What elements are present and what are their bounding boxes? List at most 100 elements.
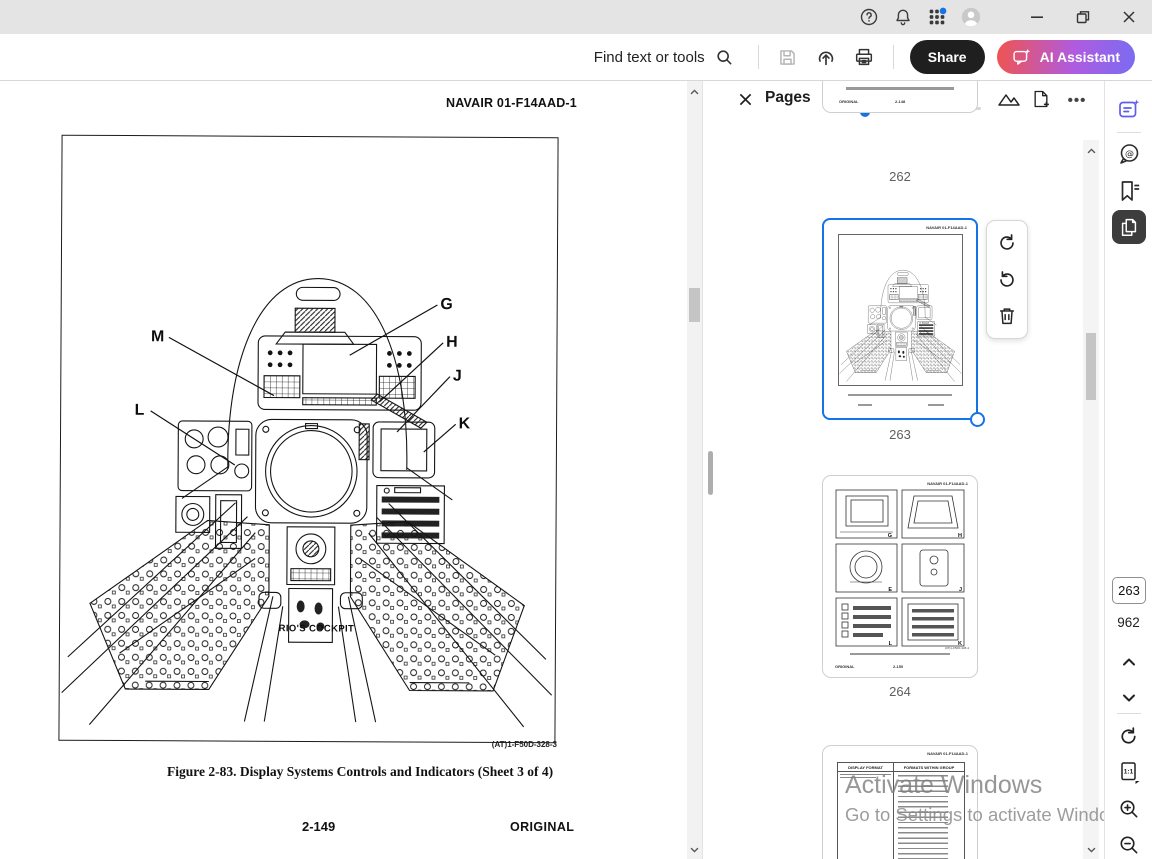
insert-page-icon[interactable] — [1031, 88, 1051, 110]
share-button[interactable]: Share — [910, 40, 985, 74]
mini-footer-center: 2-150 — [893, 664, 903, 669]
right-tool-rail: @ 962 — [1104, 81, 1152, 859]
callout-K: K — [459, 415, 471, 432]
restore-button[interactable] — [1060, 0, 1106, 34]
bookmarks-icon[interactable] — [1112, 176, 1146, 206]
rotate-counterclockwise-icon[interactable] — [992, 265, 1022, 295]
toolbar: Find text or tools Share — [0, 34, 1152, 81]
total-pages: 962 — [1105, 615, 1152, 630]
thumbnail-label-262: 262 — [822, 169, 978, 184]
comments-icon[interactable]: @ — [1112, 139, 1146, 169]
zoom-in-thumbnails-icon[interactable] — [997, 89, 1021, 109]
current-page-input[interactable] — [1112, 577, 1146, 604]
scroll-down-arrow[interactable] — [687, 842, 702, 857]
scrollbar-thumb[interactable] — [689, 288, 700, 322]
scrollbar-thumb[interactable] — [1086, 333, 1096, 400]
pages-panel: Pages ••• ORIGINAL 2-148 262 — [703, 81, 1104, 859]
mini-figure-frame — [838, 234, 963, 386]
ai-assistant-button[interactable]: AI Assistant — [997, 40, 1135, 74]
artwork-reference: (AT)1-F50D-328-3 — [437, 740, 557, 749]
figure-frame: G H J K L M RIO'S COCKPIT — [58, 135, 558, 744]
thumbnail-page-264[interactable]: NAVAIR 01-F14AAD-1 G H E — [822, 475, 978, 678]
close-button[interactable] — [1106, 0, 1152, 34]
ai-chat-icon — [1012, 47, 1032, 67]
find-text-button[interactable]: Find text or tools — [594, 47, 734, 67]
cockpit-figure: G H J K L M RIO'S COCKPIT — [59, 136, 556, 742]
previous-page-icon[interactable] — [1112, 647, 1146, 677]
callout-H: H — [446, 334, 458, 351]
rail-divider — [1117, 132, 1141, 133]
selection-resize-handle[interactable] — [970, 412, 985, 427]
apps-grid-icon[interactable] — [920, 0, 954, 34]
more-options-icon[interactable]: ••• — [1065, 88, 1089, 112]
rail-divider — [1117, 713, 1141, 714]
find-label: Find text or tools — [594, 49, 705, 66]
page-footer-original: ORIGINAL — [510, 820, 574, 834]
minimize-button[interactable] — [1014, 0, 1060, 34]
callout-G: G — [440, 296, 452, 313]
mini-footer-center: 2-148 — [895, 99, 905, 104]
toolbar-divider — [758, 45, 759, 69]
mini-detail-letter: G — [888, 533, 892, 539]
panel-resize-handle[interactable] — [708, 451, 713, 495]
zoom-out-icon[interactable] — [1112, 829, 1146, 859]
mini-page-header: NAVAIR 01-F14AAD-1 — [927, 751, 968, 756]
mini-detail-letter: H — [958, 533, 962, 539]
zoom-in-icon[interactable] — [1112, 793, 1146, 823]
mini-detail-letter: J — [959, 587, 962, 593]
thumbnail-actions-popup — [986, 220, 1028, 339]
document-viewer: NAVAIR 01-F14AAD-1 — [0, 81, 703, 859]
document-header: NAVAIR 01-F14AAD-1 — [446, 96, 577, 110]
pages-panel-title: Pages — [765, 89, 811, 107]
thumbnail-page-263-selected[interactable]: NAVAIR 01-F14AAD-1 — [822, 218, 978, 420]
search-icon — [714, 47, 734, 67]
page-footer-number: 2-149 — [302, 819, 335, 834]
mini-detail-letter: E — [888, 587, 892, 593]
actual-size-icon[interactable]: 1:1 — [1112, 757, 1146, 787]
thumbnail-page-262[interactable]: ORIGINAL 2-148 — [822, 81, 978, 113]
mini-page-header: NAVAIR 01-F14AAD-1 — [927, 481, 968, 486]
notifications-icon[interactable] — [886, 0, 920, 34]
figure-caption: Figure 2-83. Display Systems Controls an… — [167, 764, 553, 780]
next-page-icon[interactable] — [1112, 683, 1146, 713]
close-panel-icon[interactable] — [733, 87, 757, 111]
scroll-up-arrow[interactable] — [1083, 144, 1099, 159]
cockpit-label: RIO'S COCKPIT — [279, 623, 355, 634]
print-icon[interactable] — [845, 40, 883, 74]
mini-table-col2: FORMATS WITHIN GROUP — [894, 763, 964, 771]
callout-J: J — [453, 368, 462, 385]
delete-page-icon[interactable] — [992, 301, 1022, 331]
svg-text:@: @ — [1125, 150, 1134, 160]
ai-assistant-icon[interactable] — [1112, 95, 1146, 125]
thumbnail-page-265[interactable]: NAVAIR 01-F14AAD-1 DISPLAY FORMAT FORMAT… — [822, 745, 978, 859]
rotate-clockwise-icon[interactable] — [992, 228, 1022, 258]
refresh-icon[interactable] — [1112, 721, 1146, 751]
page-thumbnails-icon[interactable] — [1112, 210, 1146, 244]
toolbar-divider — [893, 45, 894, 69]
help-icon[interactable] — [852, 0, 886, 34]
mini-footer-left: ORIGINAL — [835, 664, 855, 669]
mini-detail-grid: G H E J L K — [834, 488, 966, 648]
thumbnail-label-264: 264 — [822, 684, 978, 699]
svg-text:1:1: 1:1 — [1123, 769, 1133, 776]
avatar[interactable] — [954, 0, 988, 34]
mini-page-header: NAVAIR 01-F14AAD-1 — [926, 225, 967, 230]
save-icon[interactable] — [769, 40, 807, 74]
callout-L: L — [135, 402, 145, 419]
pages-panel-scrollbar[interactable] — [1083, 140, 1099, 859]
mini-artwork-ref: (AT)1-F50D-328-4 — [945, 646, 969, 650]
mini-table-col1: DISPLAY FORMAT — [838, 763, 894, 771]
callout-M: M — [151, 328, 164, 345]
scroll-up-arrow[interactable] — [687, 85, 702, 100]
main-area: NAVAIR 01-F14AAD-1 — [0, 81, 1152, 859]
thumbnail-label-263: 263 — [822, 427, 978, 442]
mini-footer-left: ORIGINAL — [839, 99, 859, 104]
mini-cockpit-figure — [839, 235, 962, 385]
document-scrollbar[interactable] — [687, 81, 702, 859]
ai-assistant-label: AI Assistant — [1040, 49, 1120, 65]
cloud-upload-icon[interactable] — [807, 40, 845, 74]
scroll-down-arrow[interactable] — [1083, 842, 1099, 857]
titlebar — [0, 0, 1152, 34]
mini-table: DISPLAY FORMAT FORMATS WITHIN GROUP — [837, 762, 965, 859]
